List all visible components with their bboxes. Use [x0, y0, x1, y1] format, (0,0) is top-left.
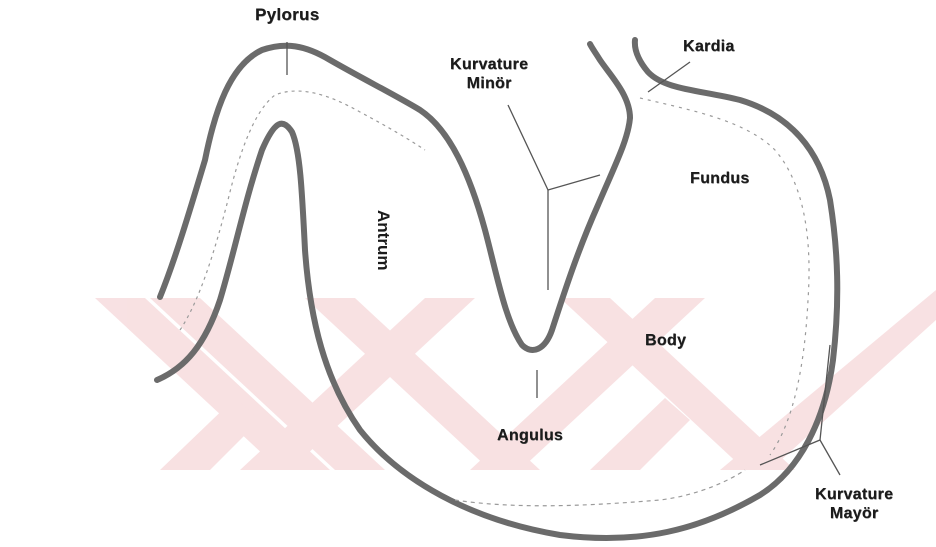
- kurvature-minor-line-1: Kurvature: [450, 55, 528, 74]
- body-label: Body: [645, 332, 686, 350]
- kurvature-minor-line-2: Minör: [450, 74, 528, 93]
- kurvature-minor-leader: [508, 105, 600, 190]
- antrum-label: Antrum: [373, 210, 393, 270]
- kurvature-mayor-line-1: Kurvature: [815, 485, 893, 504]
- pylorus-label: Pylorus: [255, 5, 319, 25]
- kurvature-mayor-label: Kurvature Mayör: [815, 485, 893, 523]
- stomach-inner-wall: [160, 44, 630, 350]
- kurvature-mayor-line-2: Mayör: [815, 504, 893, 523]
- mucosa-line: [455, 470, 745, 506]
- fundus-label: Fundus: [690, 170, 750, 188]
- angulus-label: Angulus: [497, 427, 563, 445]
- kardia-label: Kardia: [683, 38, 735, 56]
- kurvature-minor-label: Kurvature Minör: [450, 55, 528, 93]
